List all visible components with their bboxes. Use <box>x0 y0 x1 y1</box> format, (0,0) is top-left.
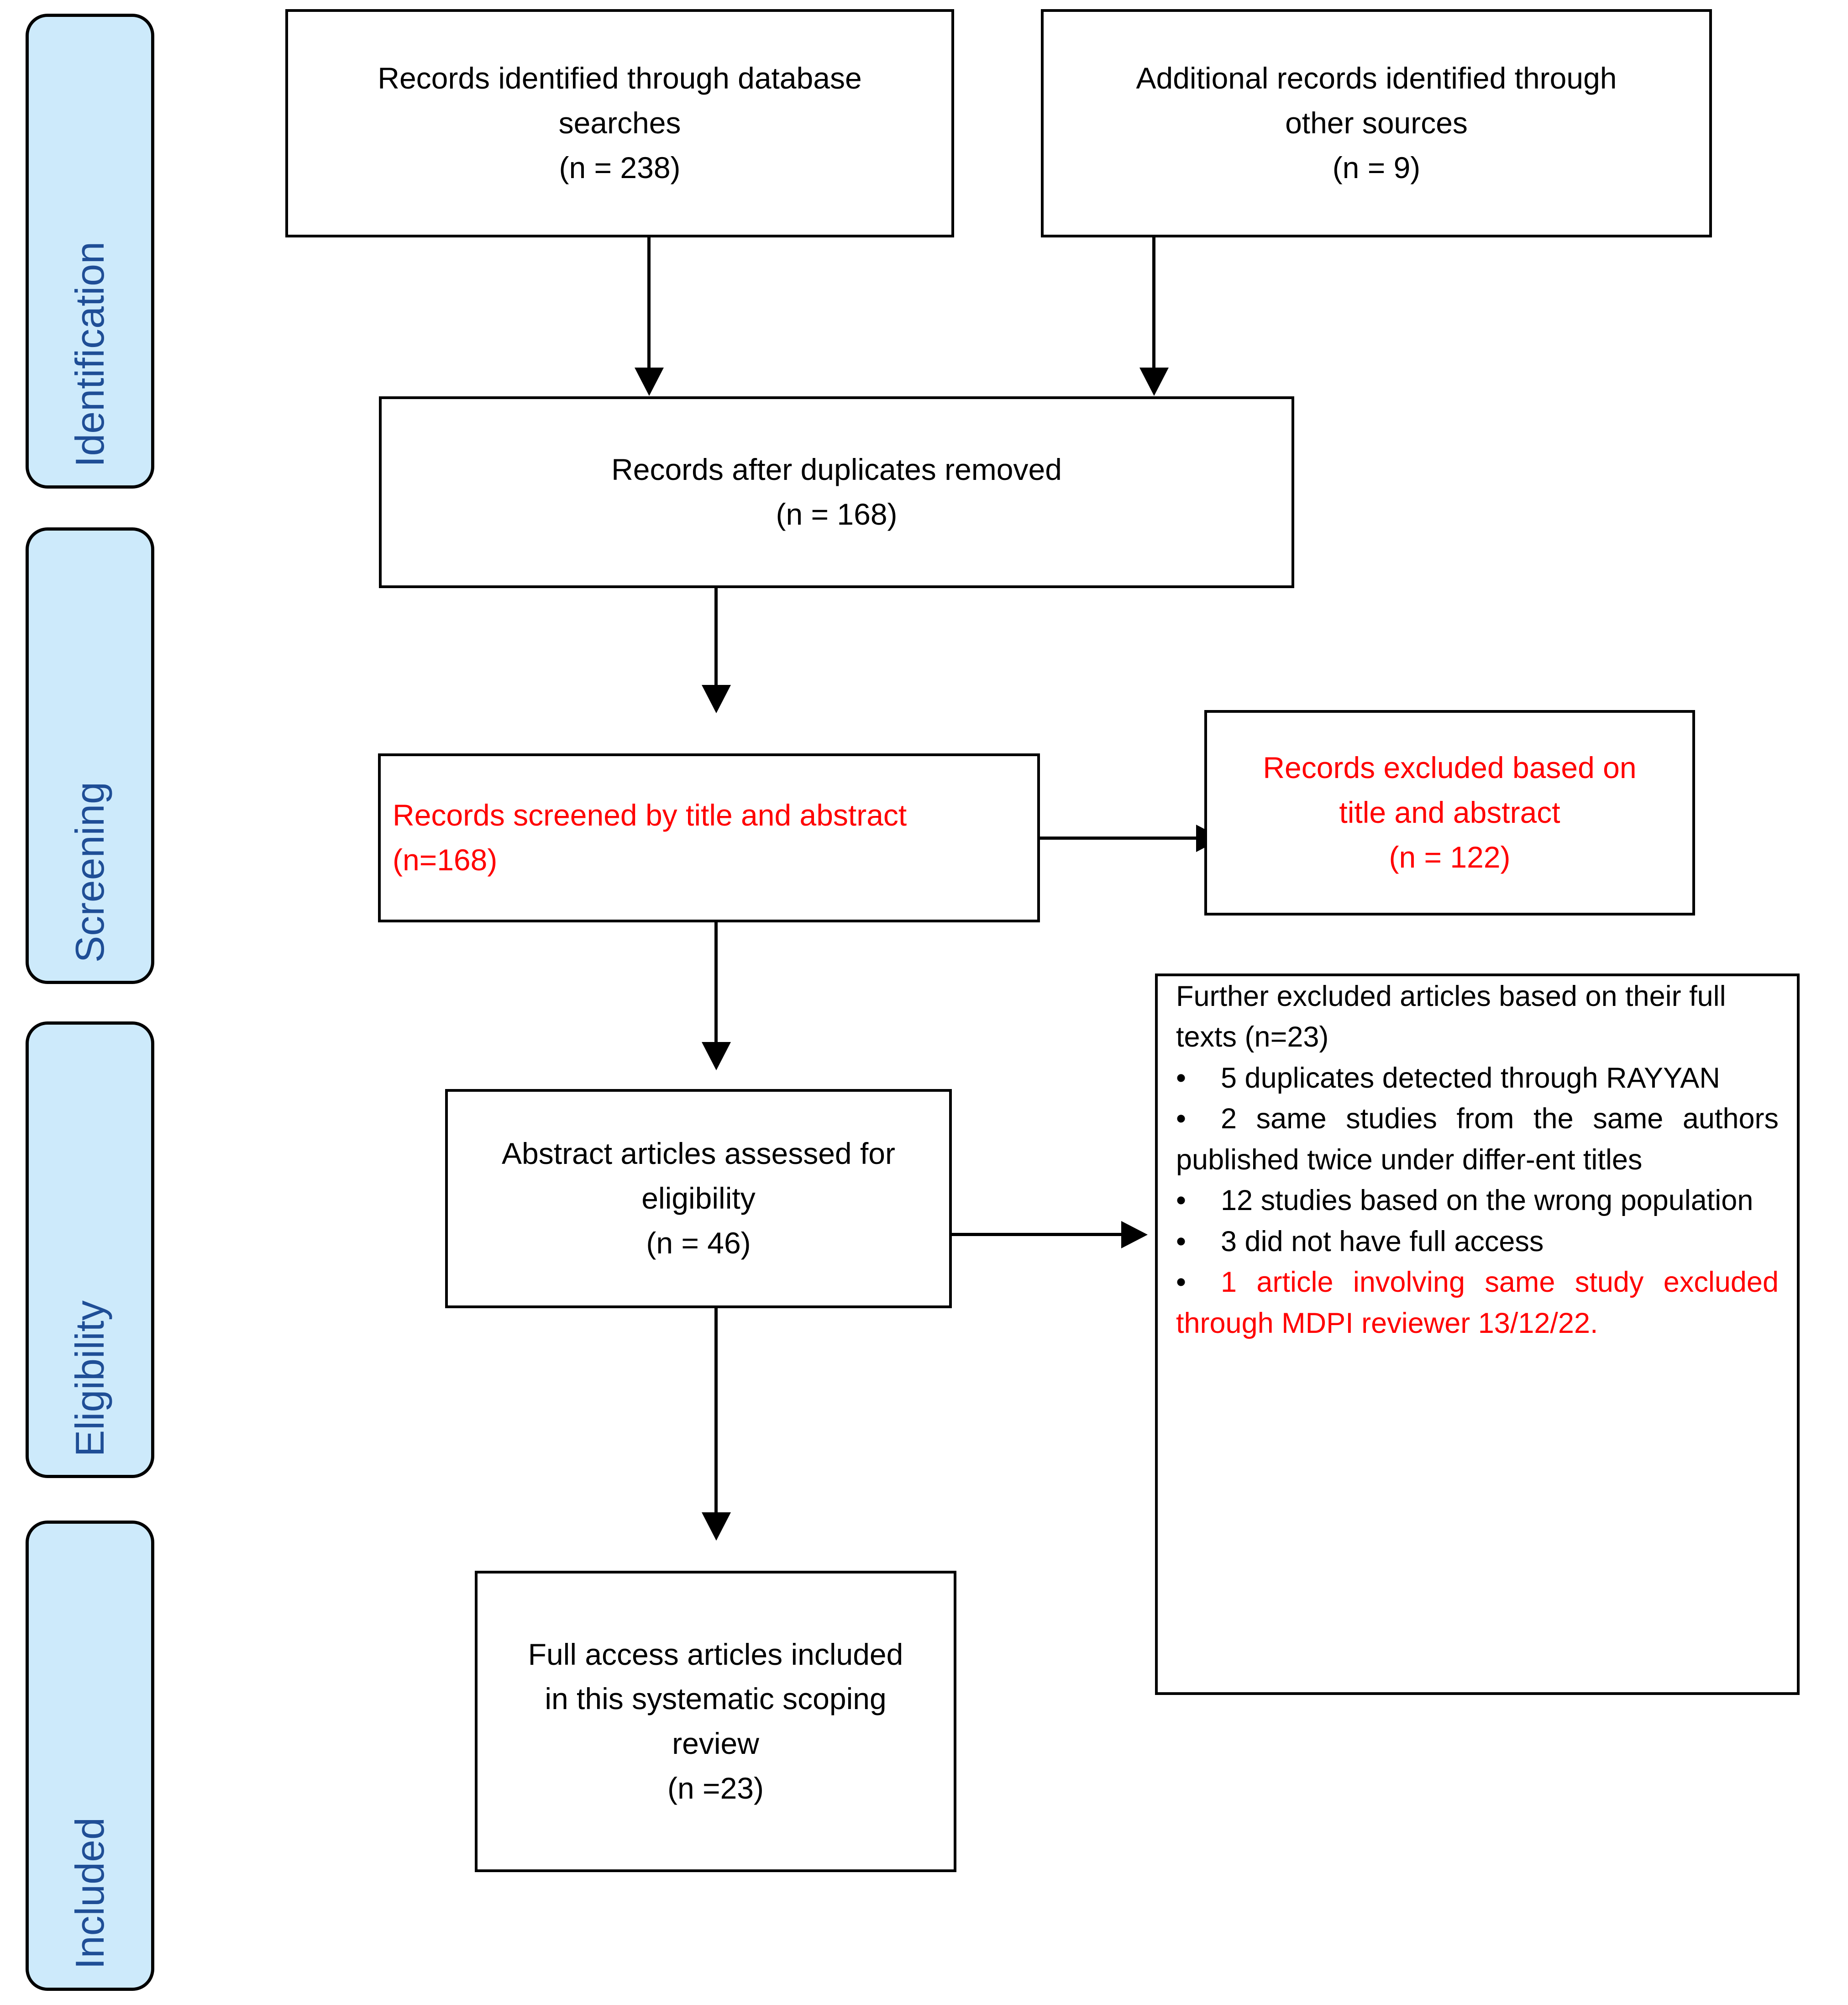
box-other-line1: Additional records identified through <box>1136 61 1617 95</box>
box-assessed-line2: eligibility <box>641 1181 756 1216</box>
stage-label-eligibility: Eligibility <box>67 1300 112 1457</box>
box-further-excluded-articles: Further excluded articles based on their… <box>1155 974 1800 1695</box>
bullet-icon: • <box>1176 1225 1186 1258</box>
further-excluded-bullet-4: • 3 did not have full access <box>1176 1221 1779 1262</box>
stage-label-included: Included <box>67 1817 112 1969</box>
further-excluded-bullet-3-text: 12 studies based on the wrong population <box>1221 1184 1754 1217</box>
connector-assessed-to-further-excluded <box>952 1233 1123 1236</box>
stage-label-screening: Screening <box>67 781 112 963</box>
box-abstract-articles-assessed-eligibility: Abstract articles assessed for eligibili… <box>445 1089 952 1308</box>
box-dedup-line1: Records after duplicates removed <box>611 453 1062 487</box>
box-records-excluded-title-abstract: Records excluded based on title and abst… <box>1204 710 1695 916</box>
connector-assessed-to-included <box>714 1308 718 1514</box>
stage-label-identification: Identification <box>67 241 112 467</box>
stage-label-wrap-screening: Screening <box>29 782 151 963</box>
arrowhead-database-to-dedup <box>635 368 664 396</box>
bullet-icon: • <box>1176 1184 1186 1217</box>
further-excluded-bullet-5: •1 article involving same study excluded… <box>1176 1262 1779 1344</box>
box-included-line1: Full access articles included <box>528 1637 903 1671</box>
connector-screened-to-assessed <box>714 922 718 1043</box>
further-excluded-heading: Further excluded articles based on their… <box>1176 980 1726 1053</box>
box-full-access-articles-included: Full access articles included in this sy… <box>475 1571 956 1872</box>
arrowhead-other-to-dedup <box>1139 368 1169 396</box>
stage-pill-included: Included <box>26 1521 154 1991</box>
box-additional-records-other-sources: Additional records identified through ot… <box>1041 9 1712 237</box>
stage-pill-eligibility: Eligibility <box>26 1021 154 1478</box>
box-excluded-line3: (n = 122) <box>1389 840 1511 874</box>
bullet-icon: • <box>1176 1266 1186 1299</box>
box-records-screened-title-abstract: Records screened by title and abstract (… <box>378 753 1040 922</box>
stage-pill-identification: Identification <box>26 14 154 489</box>
arrowhead-assessed-to-included <box>702 1512 731 1541</box>
bullet-icon: • <box>1176 1103 1186 1135</box>
box-records-identified-database: Records identified through database sear… <box>285 9 954 237</box>
connector-database-to-dedup <box>647 237 651 370</box>
box-database-line1: Records identified through database <box>378 61 862 95</box>
box-included-line2: in this systematic scoping <box>545 1682 887 1716</box>
further-excluded-bullet-2: •2 same studies from the same authors pu… <box>1176 1099 1779 1180</box>
box-database-line3: (n = 238) <box>559 150 681 184</box>
further-excluded-bullet-1: • 5 duplicates detected through RAYYAN <box>1176 1058 1779 1099</box>
box-assessed-line3: (n = 46) <box>646 1226 751 1260</box>
stage-label-wrap-identification: Identification <box>29 242 151 467</box>
box-records-after-duplicates-removed: Records after duplicates removed (n = 16… <box>379 396 1294 588</box>
further-excluded-bullet-4-text: 3 did not have full access <box>1221 1225 1544 1258</box>
box-assessed-line1: Abstract articles assessed for <box>502 1137 895 1171</box>
box-excluded-line1: Records excluded based on <box>1263 751 1637 785</box>
box-dedup-line2: (n = 168) <box>776 497 898 531</box>
box-screened-line1: Records screened by title and abstract <box>393 798 907 832</box>
stage-label-wrap-eligibility: Eligibility <box>29 1300 151 1457</box>
arrowhead-dedup-to-screened <box>702 685 731 713</box>
stage-pill-screening: Screening <box>26 527 154 984</box>
bullet-icon: • <box>1176 1062 1186 1094</box>
box-excluded-line2: title and abstract <box>1339 795 1560 830</box>
arrowhead-screened-to-assessed <box>702 1042 731 1070</box>
further-excluded-bullet-2-text: 2 same studies from the same authors pub… <box>1176 1103 1779 1176</box>
box-included-line4: (n =23) <box>667 1771 764 1805</box>
connector-screened-to-excluded <box>1040 837 1197 840</box>
box-database-line2: searches <box>558 106 681 140</box>
further-excluded-bullet-5-text: 1 article involving same study excluded … <box>1176 1266 1779 1339</box>
box-other-line3: (n = 9) <box>1332 150 1421 184</box>
further-excluded-bullet-3: • 12 studies based on the wrong populatio… <box>1176 1180 1779 1221</box>
further-excluded-bullet-1-text: 5 duplicates detected through RAYYAN <box>1221 1062 1720 1094</box>
box-included-line3: review <box>672 1726 759 1760</box>
box-other-line2: other sources <box>1285 106 1468 140</box>
box-screened-line2: (n=168) <box>393 843 498 877</box>
arrowhead-assessed-to-further-excluded <box>1121 1221 1148 1248</box>
connector-other-to-dedup <box>1152 237 1155 370</box>
connector-dedup-to-screened <box>714 588 718 686</box>
stage-label-wrap-included: Included <box>29 1817 151 1969</box>
